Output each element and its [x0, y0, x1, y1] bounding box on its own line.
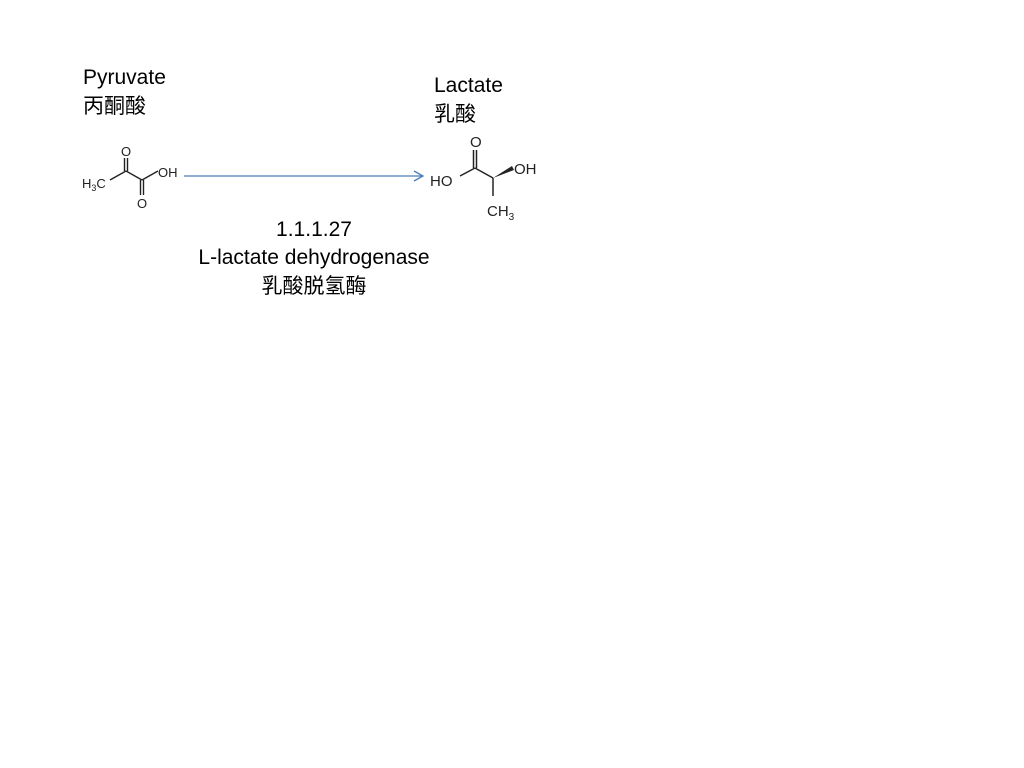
pyruvate-structure-icon: H3C O O OH — [82, 144, 178, 211]
lactate-acid-ho: HO — [430, 173, 453, 190]
lactate-structure-icon: O HO OH CH3 — [430, 134, 537, 223]
substrate-name-zh: 丙酮酸 — [83, 94, 146, 118]
svg-text:H3C: H3C — [82, 176, 106, 193]
lactate-carbonyl-o: O — [470, 134, 482, 151]
enzyme-label: 1.1.1.27 L-lactate dehydrogenase 乳酸脱氢酶 — [164, 216, 464, 300]
pyruvate-acid-o: O — [137, 196, 147, 211]
product-label: Lactate 乳酸 — [434, 72, 503, 128]
enzyme-name-zh: 乳酸脱氢酶 — [261, 274, 367, 298]
reaction-arrow-icon — [184, 170, 425, 182]
pyruvate-hydroxyl: OH — [158, 165, 178, 180]
enzyme-name-en: L-lactate dehydrogenase — [198, 246, 430, 269]
substrate-name-en: Pyruvate — [83, 66, 166, 89]
substrate-label: Pyruvate 丙酮酸 — [83, 64, 166, 120]
product-name-zh: 乳酸 — [434, 102, 476, 126]
pyruvate-ketone-o: O — [121, 144, 131, 159]
product-name-en: Lactate — [434, 74, 503, 97]
lactate-alcohol-oh: OH — [514, 161, 537, 178]
enzyme-ec-number: 1.1.1.27 — [276, 218, 352, 241]
svg-text:CH3: CH3 — [487, 203, 515, 223]
